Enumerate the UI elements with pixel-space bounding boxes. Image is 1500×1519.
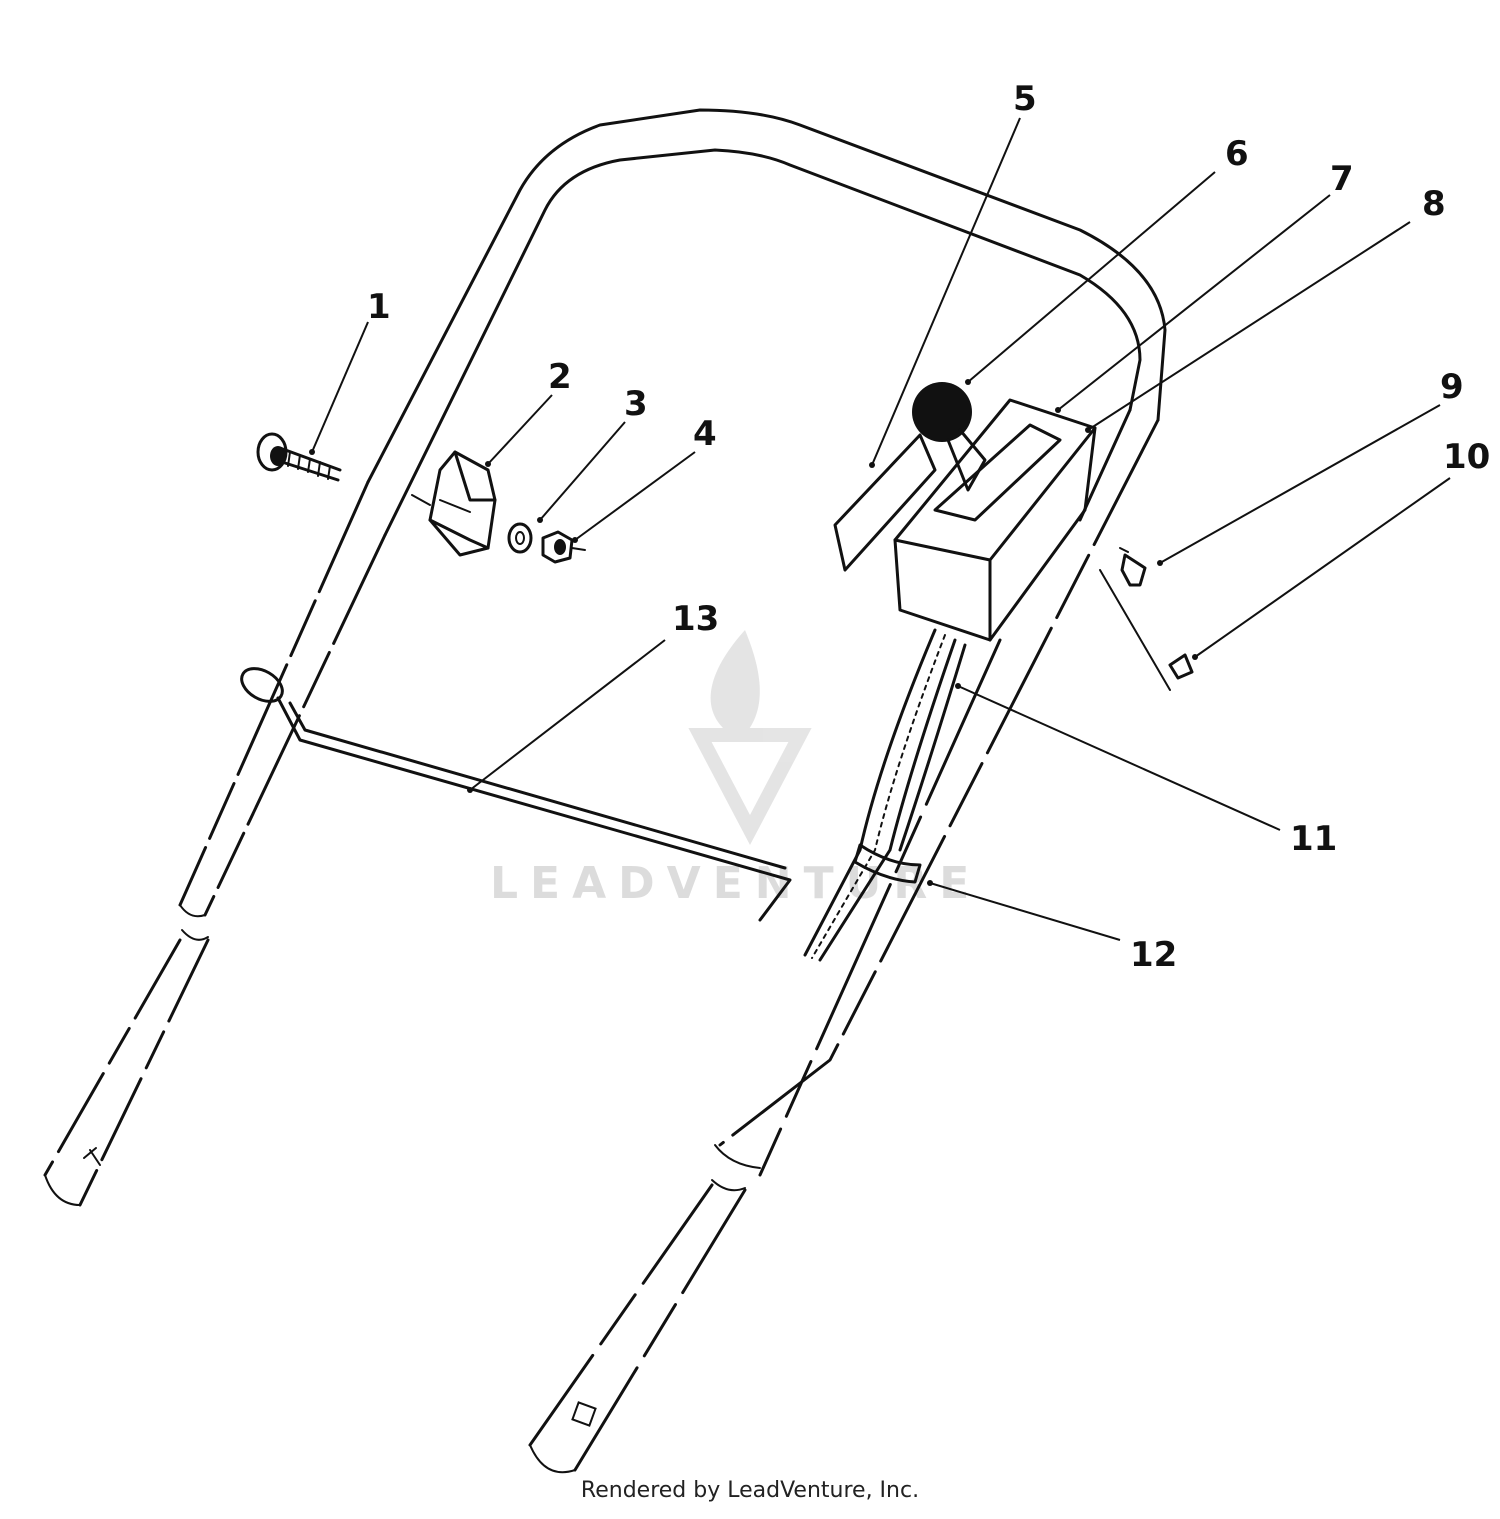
callout-1: 1 bbox=[367, 287, 391, 327]
part-throttle-control bbox=[893, 398, 1097, 642]
callout-3: 3 bbox=[624, 384, 648, 424]
part-cable-tie bbox=[853, 843, 922, 884]
part-cable bbox=[803, 628, 967, 962]
callout-13: 13 bbox=[672, 599, 719, 639]
part-decal bbox=[833, 433, 937, 572]
callout-10: 10 bbox=[1443, 437, 1490, 477]
callout-11: 11 bbox=[1290, 819, 1337, 859]
callout-4: 4 bbox=[693, 414, 717, 454]
rendered-by-credit: Rendered by LeadVenture, Inc. bbox=[580, 1478, 920, 1503]
callout-labels: 1 2 3 4 5 6 7 8 9 10 11 12 13 bbox=[367, 79, 1490, 975]
callout-9: 9 bbox=[1440, 367, 1464, 407]
leadventure-watermark-logo: LEADVENTURE bbox=[490, 630, 969, 909]
part-nut bbox=[541, 530, 586, 564]
leader-lines bbox=[309, 117, 1451, 941]
part-clamp-block bbox=[411, 450, 497, 557]
part-clip bbox=[1099, 569, 1194, 691]
callout-6: 6 bbox=[1225, 134, 1249, 174]
part-control-rod bbox=[240, 667, 792, 922]
callout-7: 7 bbox=[1330, 159, 1354, 199]
callout-12: 12 bbox=[1130, 935, 1177, 975]
callout-8: 8 bbox=[1422, 184, 1446, 224]
callout-5: 5 bbox=[1013, 79, 1037, 119]
part-washer bbox=[507, 522, 533, 554]
part-screw bbox=[1119, 547, 1147, 587]
upper-handle bbox=[43, 108, 1167, 1474]
part-bolt bbox=[256, 432, 342, 482]
callout-2: 2 bbox=[548, 357, 572, 397]
